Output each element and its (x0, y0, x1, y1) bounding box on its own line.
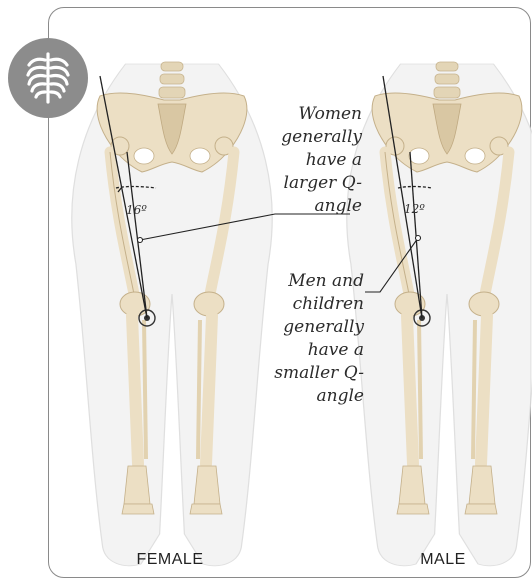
male-caption: MALE (388, 551, 498, 569)
female-caption: FEMALE (115, 551, 225, 569)
female-skeleton (72, 62, 272, 566)
women-annotation: Women generally have a larger Q-angle (262, 103, 362, 218)
male-skeleton (347, 62, 532, 566)
female-angle-label: 16º (126, 203, 147, 217)
men-annotation: Men and children generally have a smalle… (258, 270, 364, 408)
male-angle-label: 12º (404, 202, 425, 216)
